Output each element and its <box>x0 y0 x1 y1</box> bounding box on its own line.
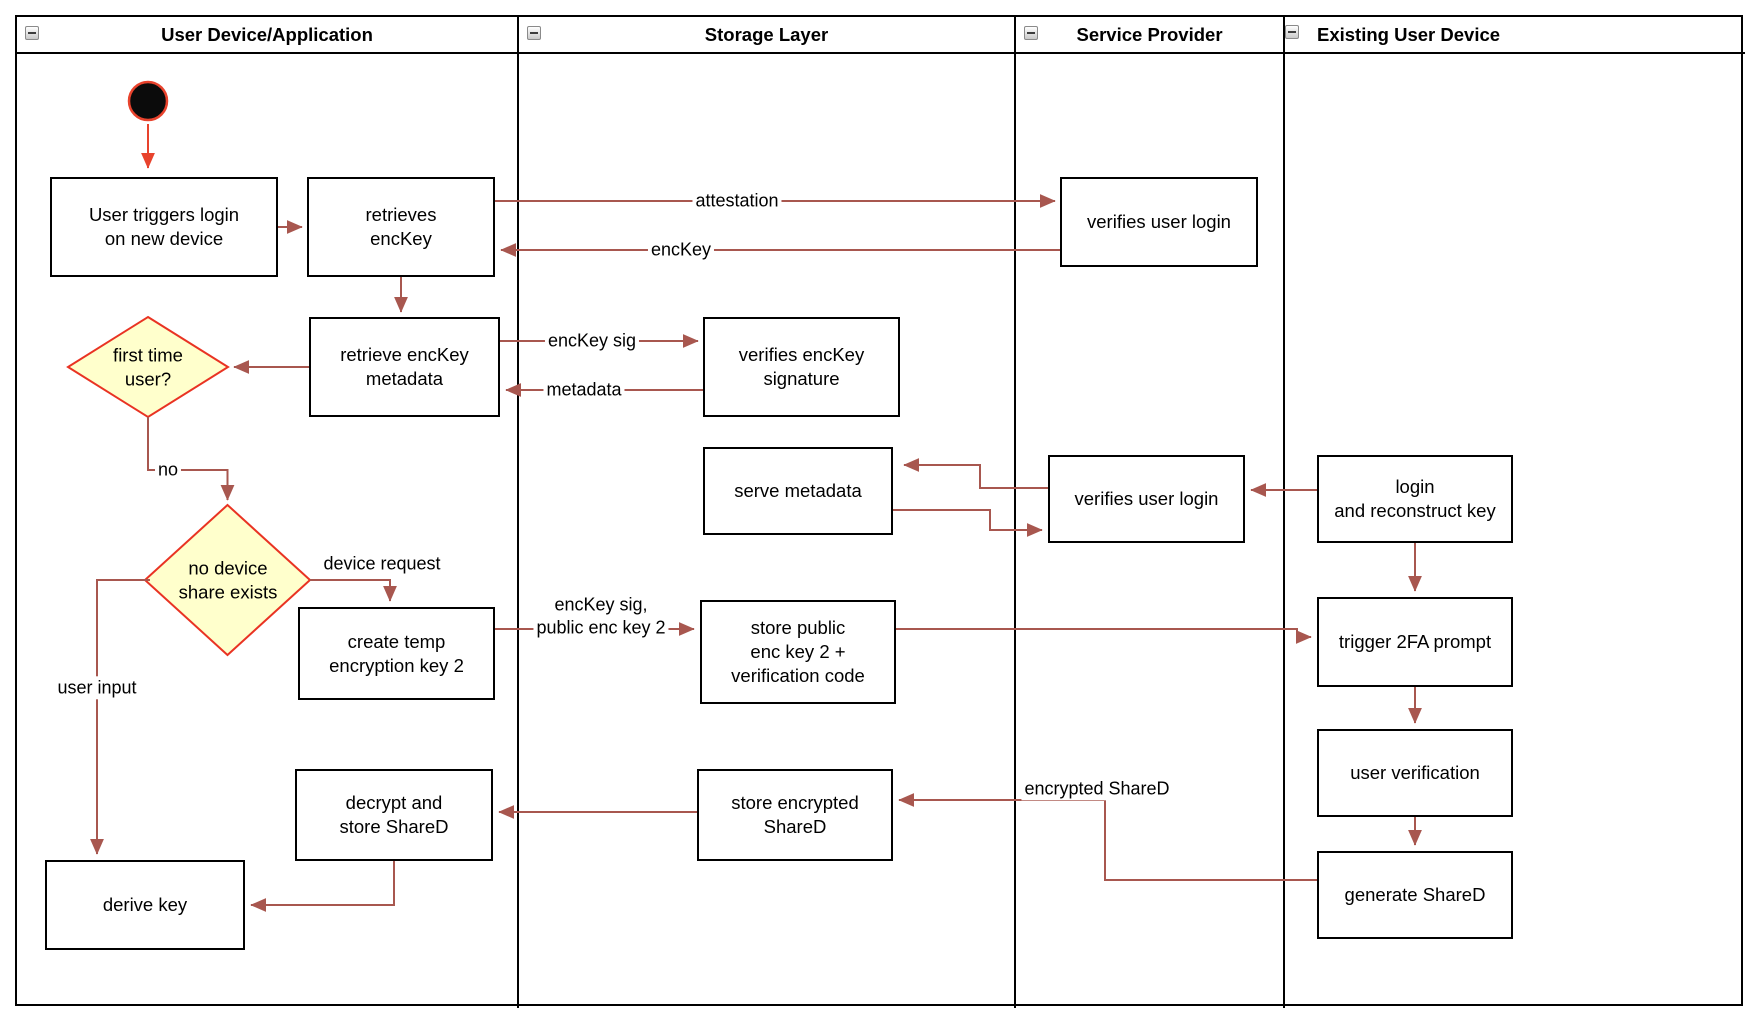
collapse-icon[interactable] <box>1024 26 1038 40</box>
edge-label-device-request[interactable]: device request <box>320 552 444 576</box>
node-trigger-2fa-prompt[interactable]: trigger 2FA prompt <box>1317 597 1513 687</box>
edge-label-metadata[interactable]: metadata <box>543 378 625 402</box>
lane-title: User Device/Application <box>161 23 373 45</box>
node-store-public-enc-key-2[interactable]: store public enc key 2 + verification co… <box>700 600 896 704</box>
lane-header-service-provider[interactable]: Service Provider <box>1016 17 1283 52</box>
node-derive-key[interactable]: derive key <box>45 860 245 950</box>
lane-divider-3 <box>1283 15 1285 1008</box>
node-store-encrypted-shared[interactable]: store encrypted ShareD <box>697 769 893 861</box>
node-verifies-user-login-1[interactable]: verifies user login <box>1060 177 1258 267</box>
node-verifies-user-login-2[interactable]: verifies user login <box>1048 455 1245 543</box>
pool-frame <box>15 15 1743 1006</box>
node-login-and-reconstruct-key[interactable]: login and reconstruct key <box>1317 455 1513 543</box>
node-serve-metadata[interactable]: serve metadata <box>703 447 893 535</box>
node-create-temp-encryption-key-2[interactable]: create temp encryption key 2 <box>298 607 495 700</box>
edge-label-enckey-sig[interactable]: encKey sig <box>544 329 640 353</box>
lane-header-user-device[interactable]: User Device/Application <box>17 17 517 52</box>
node-retrieve-enckey-metadata[interactable]: retrieve encKey metadata <box>309 317 500 417</box>
node-verifies-enckey-signature[interactable]: verifies encKey signature <box>703 317 900 417</box>
decision-label-no-device-share[interactable]: no device share exists <box>178 557 278 602</box>
node-generate-shared[interactable]: generate ShareD <box>1317 851 1513 939</box>
minus-icon <box>1027 32 1035 34</box>
edge-label-enckey[interactable]: encKey <box>647 238 715 262</box>
edge-label-no[interactable]: no <box>154 458 182 482</box>
minus-icon <box>530 32 538 34</box>
lane-header-existing-user-device[interactable]: Existing User Device <box>1298 17 1743 52</box>
lane-header-storage-layer[interactable]: Storage Layer <box>519 17 1014 52</box>
edge-label-enckey-sig-public[interactable]: encKey sig, public enc key 2 <box>533 593 669 641</box>
lane-title: Storage Layer <box>704 23 829 45</box>
decision-label-first-time-user[interactable]: first time user? <box>113 344 183 389</box>
minus-icon <box>28 32 36 34</box>
edge-label-user-input[interactable]: user input <box>54 676 140 700</box>
lane-title: Service Provider <box>1076 23 1223 45</box>
collapse-icon[interactable] <box>527 26 541 40</box>
lane-title: Existing User Device <box>1317 23 1501 45</box>
minus-icon <box>1288 31 1296 33</box>
node-retrieves-enckey[interactable]: retrieves encKey <box>307 177 495 277</box>
lane-divider-1 <box>517 15 519 1008</box>
collapse-icon[interactable] <box>25 26 39 40</box>
node-user-triggers-login[interactable]: User triggers login on new device <box>50 177 278 277</box>
header-divider <box>15 52 1745 54</box>
node-user-verification[interactable]: user verification <box>1317 729 1513 817</box>
lane-divider-2 <box>1014 15 1016 1008</box>
edge-label-attestation[interactable]: attestation <box>692 189 782 213</box>
collapse-icon[interactable] <box>1285 25 1299 39</box>
node-decrypt-and-store-shared[interactable]: decrypt and store ShareD <box>295 769 493 861</box>
edge-label-encrypted-shared[interactable]: encrypted ShareD <box>1021 777 1173 801</box>
